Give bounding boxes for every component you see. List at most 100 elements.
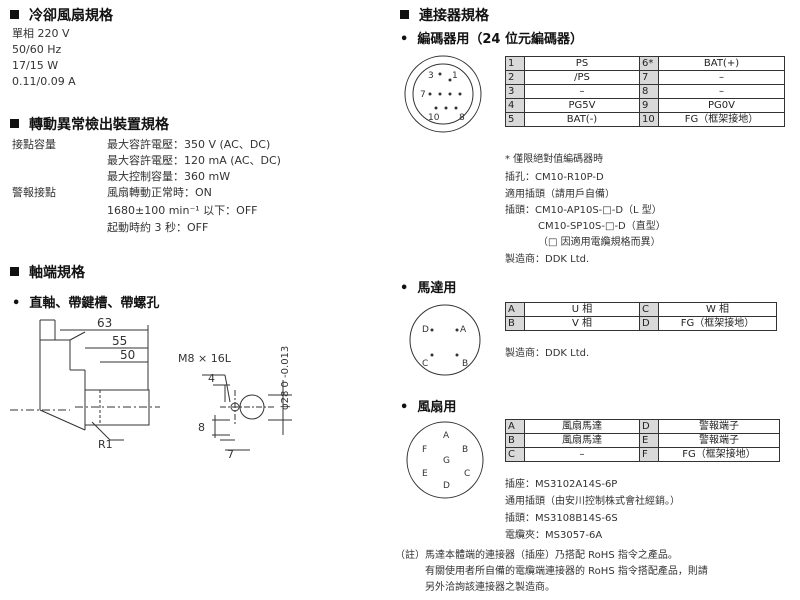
square-bullet-icon	[10, 119, 19, 128]
dim-50: 50	[120, 348, 135, 362]
encoder-note-4: 插頭：CM10-AP10S-□-D（L 型）	[505, 205, 662, 216]
cooling-fan-title: 冷卻風扇規格	[29, 8, 113, 24]
pin-signal: V 相	[524, 316, 640, 331]
pin-number: 10	[639, 112, 659, 127]
alarm-contact-label: 警報接點	[12, 186, 56, 199]
table-row: 3–8–	[505, 84, 785, 99]
encoder-connector-diagram: 3 1 7 10 8	[404, 55, 482, 133]
footnote-line-2: 有關使用者所自備的電纜端連接器的 RoHS 指令搭配產品，則請	[425, 566, 708, 577]
pin-number: B	[505, 316, 525, 331]
pin-signal: 風扇馬達	[524, 433, 640, 448]
pin-signal: FG（框架接地）	[658, 112, 785, 127]
square-bullet-icon	[10, 10, 19, 19]
encoder-subtitle-line: • 編碼器用（24 位元編碼器）	[400, 32, 583, 47]
pin-number: 6*	[639, 56, 659, 71]
encoder-pin-8: 8	[459, 113, 465, 123]
shaft-subtitle-line: • 直軸、帶鍵槽、帶螺孔	[12, 296, 160, 311]
pin-number: 7	[639, 70, 659, 85]
shaft-title: 軸端規格	[29, 265, 85, 281]
pin-number: D	[639, 316, 659, 331]
fan-note-2: 通用插頭（由安川控制株式會社經銷。）	[505, 496, 680, 507]
pin-number: 8	[639, 84, 659, 99]
fan-pin-c: C	[464, 469, 470, 479]
pin-number: 3	[505, 84, 525, 99]
cooling-fan-spec-3: 17/15 W	[12, 59, 59, 72]
dim-4: 4	[208, 372, 215, 385]
pin-signal: /PS	[524, 70, 640, 85]
encoder-maker: 製造商：DDK Ltd.	[505, 254, 590, 265]
fan-subtitle-line: • 風扇用	[400, 400, 457, 415]
encoder-note-5: CM10-SP10S-□-D（直型）	[538, 221, 666, 232]
pin-signal: FG（框架接地）	[658, 447, 780, 462]
pin-number: A	[505, 419, 525, 434]
pin-number: B	[505, 433, 525, 448]
encoder-pin-7: 7	[420, 90, 426, 100]
shaft-header: 軸端規格	[10, 262, 85, 282]
motor-pin-b: B	[462, 359, 468, 369]
footnote-line-3: 另外洽詢該連接器之製造商。	[425, 582, 555, 593]
pin-signal: –	[658, 70, 785, 85]
pin-number: 2	[505, 70, 525, 85]
square-bullet-icon	[400, 10, 409, 19]
fan-pin-a: A	[443, 431, 450, 441]
encoder-note-2: 插孔：CM10-R10P-D	[505, 172, 604, 183]
square-bullet-icon	[10, 267, 19, 276]
fan-pin-e: E	[422, 469, 428, 479]
dim-screw: M8 × 16L	[178, 352, 232, 365]
detector-row-2: 最大容許電壓：120 mA (AC、DC)	[107, 154, 281, 167]
pin-signal: FG（框架接地）	[658, 316, 777, 331]
pin-number: 1	[505, 56, 525, 71]
dim-r1: R1	[98, 438, 113, 451]
fan-note-1: 插座：MS3102A14S-6P	[505, 479, 618, 490]
pin-number: D	[639, 419, 659, 434]
fan-subtitle: 風扇用	[417, 400, 457, 415]
alarm-row-1: 風扇轉動正常時：ON	[107, 186, 212, 199]
pin-signal: BAT(-)	[524, 112, 640, 127]
pin-number: A	[505, 302, 525, 317]
cooling-fan-spec-2: 50/60 Hz	[12, 43, 62, 56]
pin-number: C	[505, 447, 525, 462]
alarm-row-2: 1680±100 min⁻¹ 以下：OFF	[107, 204, 258, 217]
encoder-pin-3: 3	[428, 71, 434, 81]
pin-signal: U 相	[524, 302, 640, 317]
pin-number: 4	[505, 98, 525, 113]
detector-row-3: 最大控制容量：360 mW	[107, 170, 231, 183]
detector-header: 轉動異常檢出裝置規格	[10, 114, 169, 134]
encoder-note-6: （□ 因適用電纜規格而異）	[538, 237, 661, 248]
motor-maker: 製造商：DDK Ltd.	[505, 348, 590, 359]
motor-subtitle-line: • 馬達用	[400, 281, 457, 296]
dim-7: 7	[227, 448, 234, 460]
cooling-fan-spec-1: 單相 220 V	[12, 27, 70, 40]
encoder-note-1: * 僅限絕對值編碼器時	[505, 154, 604, 165]
fan-pin-f: F	[422, 445, 427, 455]
pin-signal: –	[524, 447, 640, 462]
pin-signal: –	[658, 84, 785, 99]
pin-number: F	[639, 447, 659, 462]
dim-55: 55	[112, 334, 127, 348]
pin-signal: W 相	[658, 302, 777, 317]
motor-pin-a: A	[460, 325, 467, 335]
fan-pin-d: D	[443, 481, 450, 491]
detector-title: 轉動異常檢出裝置規格	[29, 117, 169, 133]
motor-connector-diagram: D A C B	[409, 304, 481, 376]
encoder-pin-10: 10	[428, 113, 440, 123]
shaft-drawing: 63 55 50 R1 M8 × 16L 4 8 7 ϕ28 0 -0.013	[10, 316, 292, 460]
pin-number: C	[639, 302, 659, 317]
fan-connector-diagram: A F B G C E D	[406, 421, 484, 499]
contact-capacity-label: 接點容量	[12, 138, 56, 151]
fan-note-4: 電纜夾：MS3057-6A	[505, 530, 603, 541]
fan-pin-g: G	[443, 456, 450, 466]
dim-8: 8	[198, 421, 205, 434]
pin-signal: 警報端子	[658, 433, 780, 448]
connectors-header: 連接器規格	[400, 5, 489, 25]
pin-signal: 警報端子	[658, 419, 780, 434]
pin-signal: BAT(+)	[658, 56, 785, 71]
